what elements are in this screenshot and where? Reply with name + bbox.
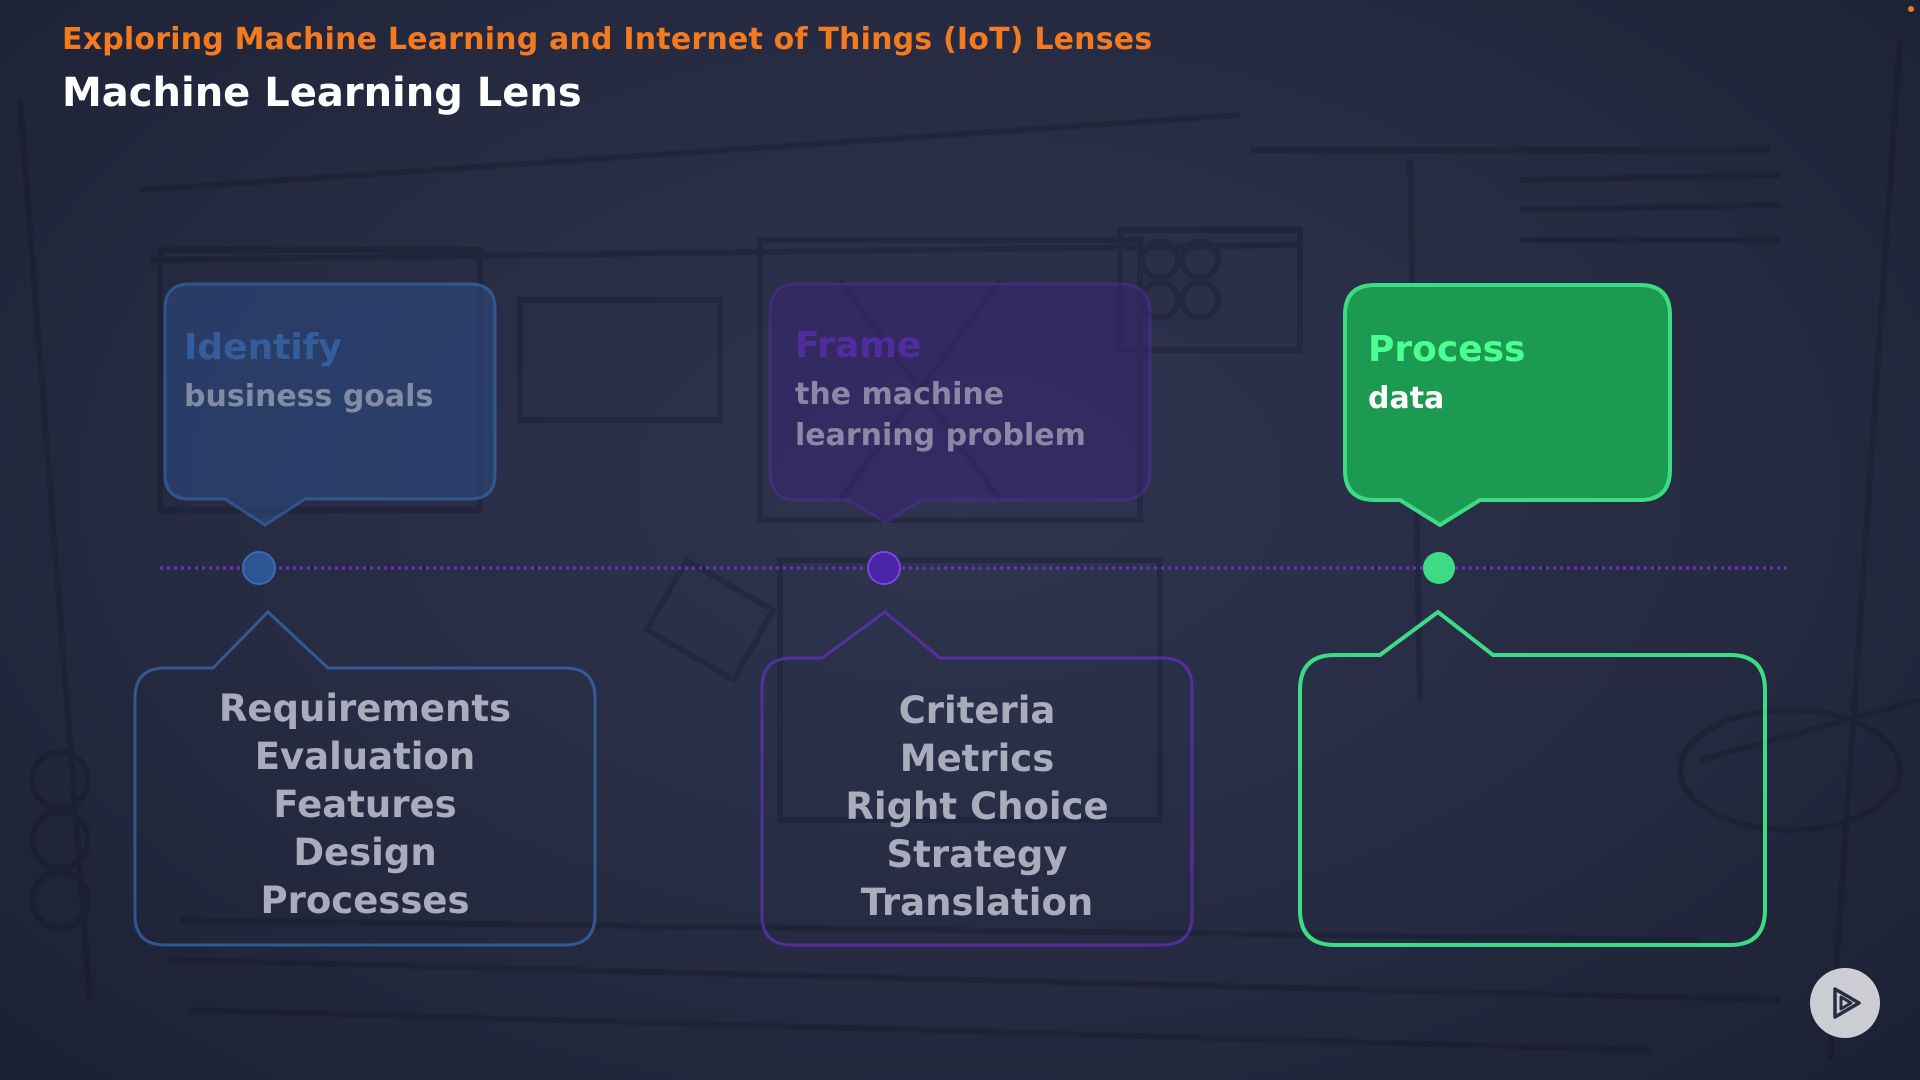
list-item: Criteria: [898, 689, 1056, 732]
frame-detail-list: Criteria Metrics Right Choice Strategy T…: [762, 687, 1192, 927]
list-item: Metrics: [899, 737, 1055, 780]
list-item: Design: [293, 831, 437, 874]
play-icon: [1833, 987, 1861, 1019]
list-item: Right Choice: [845, 785, 1109, 828]
list-item: Processes: [260, 879, 470, 922]
process-subtitle: data: [1368, 381, 1445, 416]
module-title: Machine Learning Lens: [62, 70, 582, 116]
process-heading: Process: [1368, 329, 1526, 370]
course-title: Exploring Machine Learning and Internet …: [62, 22, 1153, 57]
process-bubble-text: Process data: [1368, 328, 1648, 419]
play-button[interactable]: [1810, 968, 1880, 1038]
list-item: Evaluation: [254, 735, 476, 778]
list-item: Translation: [860, 881, 1094, 924]
identify-subtitle: business goals: [184, 379, 434, 414]
identify-bubble-text: Identify business goals: [184, 326, 484, 417]
list-item: Requirements: [218, 687, 512, 730]
frame-subtitle: the machine learning problem: [795, 377, 1086, 453]
corner-indicator: [1908, 6, 1914, 12]
identify-detail-list: Requirements Evaluation Features Design …: [135, 685, 595, 925]
list-item: Features: [273, 783, 457, 826]
frame-bubble-text: Frame the machine learning problem: [795, 324, 1145, 456]
frame-heading: Frame: [795, 325, 922, 366]
identify-heading: Identify: [184, 327, 342, 368]
list-item: Strategy: [886, 833, 1068, 876]
